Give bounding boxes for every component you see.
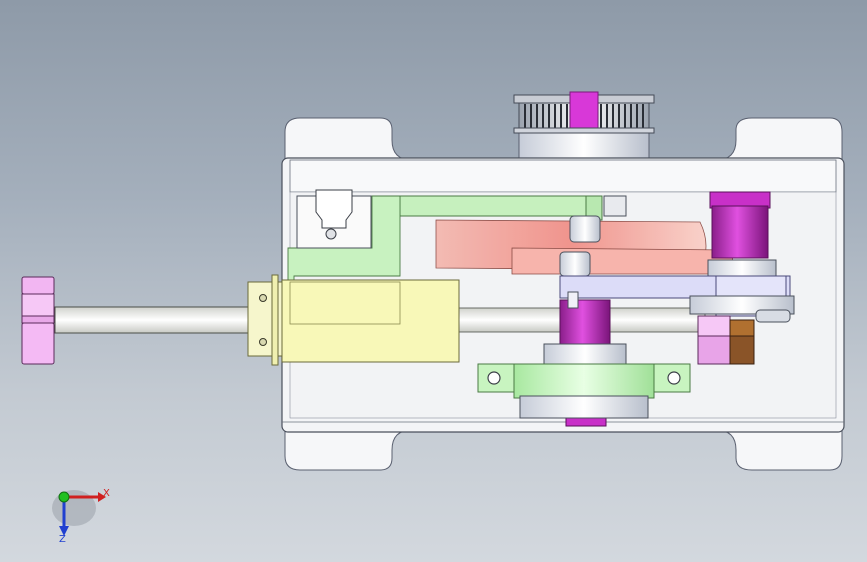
triad-shadow xyxy=(52,490,96,526)
y-axis-origin xyxy=(58,491,70,503)
motor-mount-block[interactable] xyxy=(247,274,460,366)
coordinate-triad: X Z xyxy=(52,488,110,545)
z-axis-arrowhead xyxy=(59,526,69,536)
sensor-block[interactable] xyxy=(697,309,791,365)
housing-ear-top-left[interactable] xyxy=(284,117,413,161)
guide-block[interactable] xyxy=(296,189,372,249)
x-axis-arrowhead xyxy=(98,492,106,502)
bushing-upper[interactable] xyxy=(569,195,627,243)
x-axis-label: X xyxy=(103,488,110,499)
housing-ear-top-right[interactable] xyxy=(715,117,843,161)
bearing-flange[interactable] xyxy=(477,343,691,419)
housing-ear-bottom-right[interactable] xyxy=(715,429,843,471)
push-rod-handle[interactable] xyxy=(21,276,55,365)
timing-pulley[interactable] xyxy=(513,91,655,161)
linear-slide-bracket[interactable] xyxy=(287,195,603,325)
z-axis-label: Z xyxy=(59,534,66,545)
bushing-lower[interactable] xyxy=(559,251,591,277)
connecting-link[interactable] xyxy=(559,259,795,317)
housing-ear-bottom-left[interactable] xyxy=(284,429,413,471)
